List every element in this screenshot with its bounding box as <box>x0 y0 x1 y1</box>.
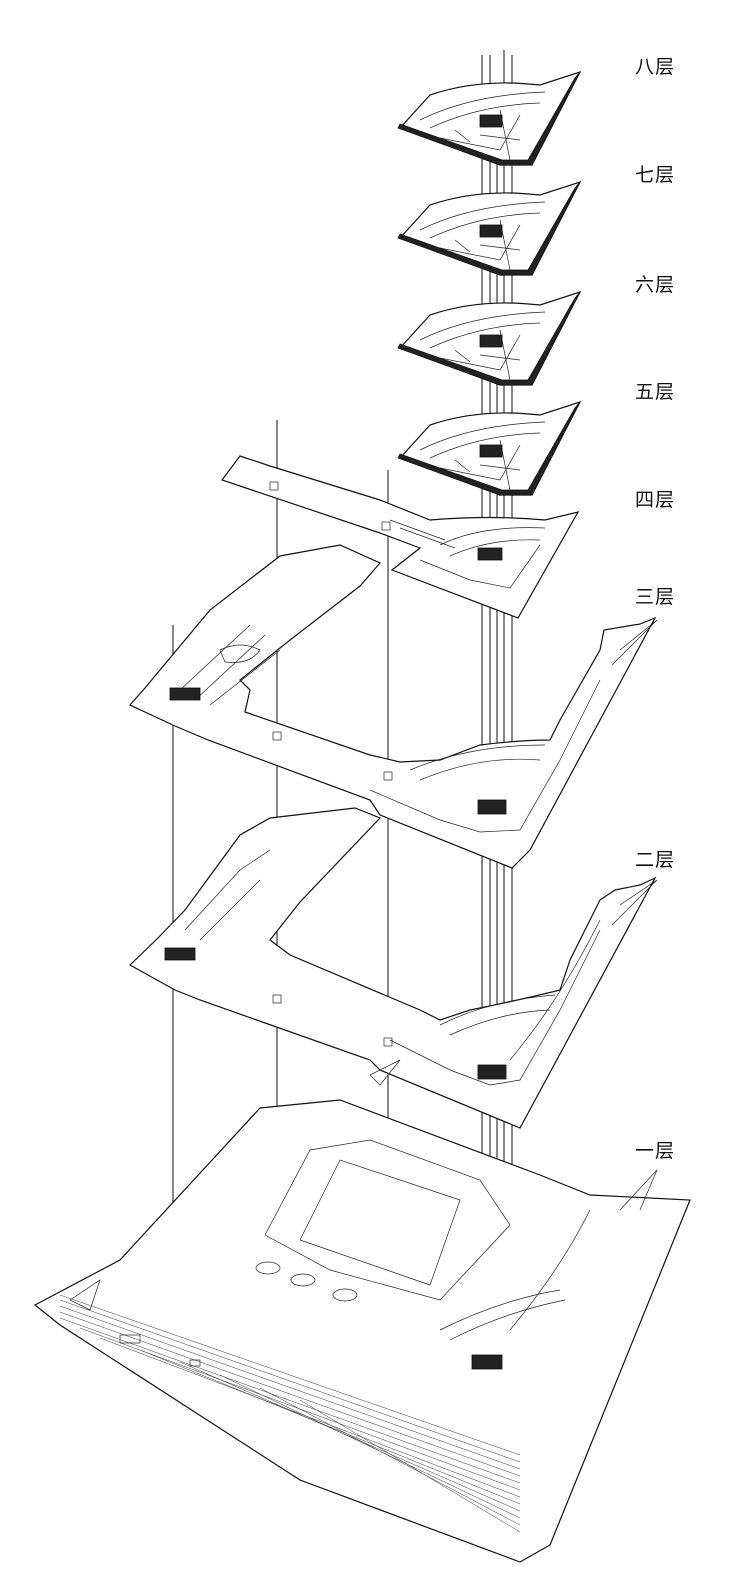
floor-plan-2 <box>128 807 657 1129</box>
floor-label-8: 八层 <box>635 56 676 78</box>
floor-plan-8 <box>397 70 582 166</box>
floor-plan-3 <box>129 544 657 869</box>
floor-label-3: 三层 <box>635 586 676 608</box>
leader-lines <box>611 619 658 1211</box>
floor-label-5: 五层 <box>635 381 676 403</box>
floor-label-6: 六层 <box>635 274 676 296</box>
floor-plan-1 <box>33 1099 691 1563</box>
floor-plan-5 <box>397 400 582 496</box>
floor-label-4: 四层 <box>635 489 676 511</box>
floor-label-2: 二层 <box>635 849 676 871</box>
floor-label-1: 一层 <box>635 1140 676 1162</box>
floor-plan-6 <box>397 290 582 386</box>
floor-plan-4 <box>221 455 580 619</box>
floor-label-7: 七层 <box>635 164 676 186</box>
floor-plan-7 <box>397 180 582 276</box>
